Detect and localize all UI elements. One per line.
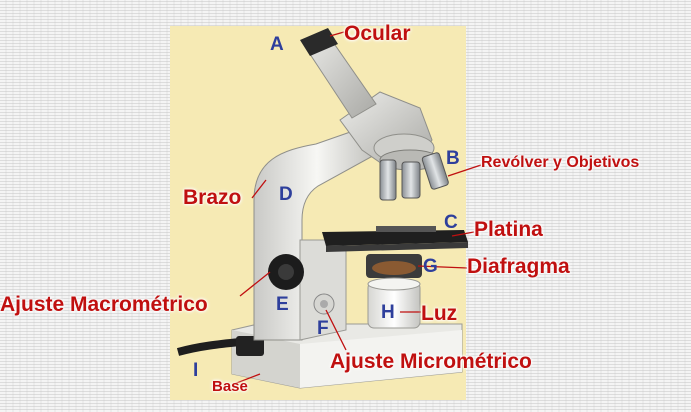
eyepiece <box>300 28 377 119</box>
letter-b: B <box>446 148 460 169</box>
letter-h: H <box>381 302 395 323</box>
light-source <box>367 277 421 329</box>
base-label: Base <box>212 378 248 395</box>
letter-i: I <box>193 360 199 381</box>
diaphragm <box>366 254 422 278</box>
luz-label: Luz <box>421 302 458 325</box>
ajuste-macrometrico-label: Ajuste Macrométrico <box>0 293 208 316</box>
letter-a: A <box>270 34 284 55</box>
ajuste-micrometrico-label: Ajuste Micrométrico <box>330 350 532 373</box>
revolver-label: Revólver y Objetivos <box>481 154 640 171</box>
brazo-label: Brazo <box>183 186 242 209</box>
fine-focus-knob <box>313 293 335 315</box>
letter-g: G <box>423 256 438 277</box>
ocular-label: Ocular <box>344 22 411 45</box>
coarse-focus-knob <box>268 254 304 290</box>
power-cord <box>176 336 264 356</box>
letter-d: D <box>279 184 293 205</box>
platina-label: Platina <box>474 218 543 241</box>
stage <box>322 226 468 252</box>
leader-lines <box>233 31 482 385</box>
letter-f: F <box>317 318 329 339</box>
letter-c: C <box>444 212 458 233</box>
letter-e: E <box>276 294 289 315</box>
revolver <box>379 149 449 201</box>
diafragma-label: Diafragma <box>467 255 570 278</box>
